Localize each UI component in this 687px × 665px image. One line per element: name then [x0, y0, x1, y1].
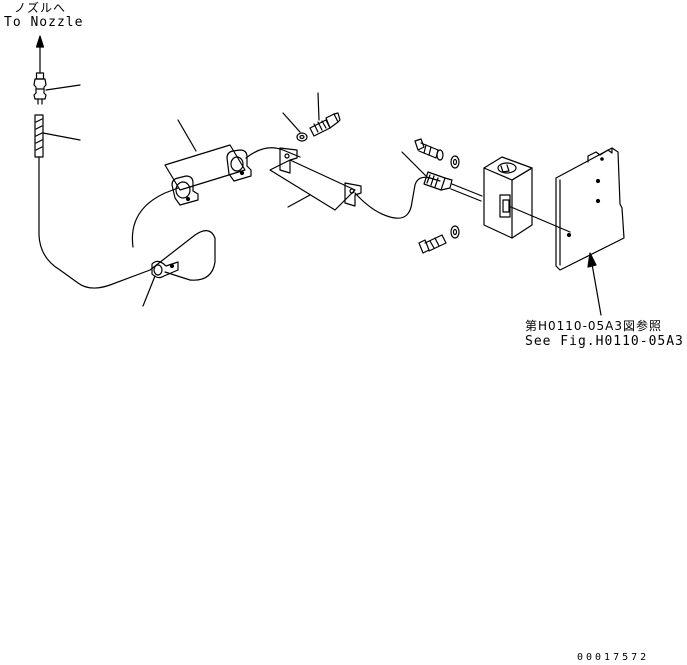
washer-hose-upper: [246, 148, 300, 158]
hose-clip-pair-left: [165, 145, 251, 205]
leader-line-clip-pair-right: [288, 195, 310, 207]
washer-lower-right: [451, 226, 459, 238]
hose-protector-sleeve: [35, 115, 43, 157]
mounting-bolt-upper-right: [415, 139, 443, 160]
leader-line-tank: [511, 207, 570, 232]
mounting-plate: [556, 148, 624, 270]
leader-line-hose-connector: [402, 152, 428, 178]
nozzle-label-english: To Nozzle: [4, 15, 84, 30]
leader-line-clip-pair-left: [178, 120, 196, 151]
reference-label-english: See Fig.H0110-05A3: [525, 334, 684, 349]
leader-line-nut-top: [283, 113, 300, 132]
washer-upper-right: [451, 156, 459, 168]
washer-hose-right: [355, 177, 440, 218]
leader-line-bolt-top: [318, 93, 319, 120]
leader-line-clip-lower: [143, 276, 155, 306]
leader-line-connector: [46, 85, 80, 90]
washer-hose-loop: [132, 188, 178, 247]
washer-hose: [39, 157, 215, 288]
hose-connector-right: [424, 172, 482, 201]
nozzle-direction-arrow: [37, 36, 44, 73]
reference-arrow: [588, 253, 601, 315]
drawing-number: 00017572: [577, 652, 650, 663]
nozzle-label-japanese: ノズルへ: [14, 1, 67, 15]
reference-label-japanese: 第H0110-05A3図参照: [525, 319, 663, 333]
nozzle-connector-fitting: [34, 73, 46, 104]
leader-line-sleeve: [43, 133, 80, 140]
mounting-bolt-top: [310, 113, 340, 136]
washer-tank: [484, 157, 532, 238]
mounting-bolt-lower-right: [419, 235, 446, 253]
nut-top: [297, 133, 307, 141]
hose-clip-pair-right: [270, 148, 361, 210]
